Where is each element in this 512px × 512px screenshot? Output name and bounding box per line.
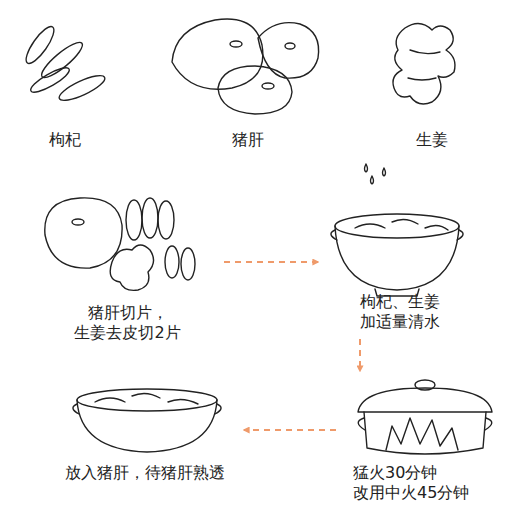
pot-with-liver [73, 389, 221, 452]
pot-body [77, 400, 217, 452]
pot-handle [331, 230, 463, 240]
liver-piece [218, 66, 292, 114]
step-text: 猛火30分钟 改用中火45分钟 [353, 463, 493, 503]
step-arrow [244, 429, 336, 431]
liver-spot [230, 41, 242, 47]
step-box: 放入猪肝，待猪肝熟透 [50, 375, 240, 486]
pot-handle [73, 404, 221, 414]
step-box: 猛火30分钟 改用中火45分钟 [340, 375, 506, 506]
ingredient-label: 猪肝 [232, 130, 264, 150]
ginger-slice [181, 248, 195, 280]
ginger-sketch [393, 23, 455, 104]
liver-spot [262, 83, 274, 89]
pot-rim [77, 389, 217, 411]
flame [386, 418, 458, 450]
goji-berry [56, 71, 107, 105]
liver-spot [285, 43, 295, 49]
pot-contents [355, 219, 448, 230]
liver-slice [142, 198, 158, 238]
liver-chunk [45, 198, 122, 268]
goji-sketch [22, 23, 108, 105]
sliced-liver-ginger [45, 198, 195, 290]
step-arrow [359, 339, 361, 371]
pot-body [364, 412, 486, 454]
pot-handle [358, 418, 492, 430]
step-text: 猪肝切片， 生姜去皮切2片 [53, 303, 203, 343]
goji-berry [22, 23, 59, 67]
ingredient-label: 生姜 [416, 130, 448, 150]
water-drop [365, 164, 386, 184]
pot-lid [358, 388, 492, 412]
pot-rim [335, 214, 459, 238]
step-box: 猪肝切片， 生姜去皮切2片 [35, 185, 220, 346]
step-text: 放入猪肝，待猪肝熟透 [53, 463, 237, 483]
step-arrow [224, 261, 318, 263]
liver-slice [126, 200, 142, 240]
ginger-root [393, 23, 455, 104]
ginger-piece [110, 245, 153, 290]
step-box: 枸杞、生姜 加适量清水 [322, 168, 477, 335]
liver-spot [72, 219, 84, 225]
step-text: 枸杞、生姜 加适量清水 [336, 292, 464, 332]
pot-contents [95, 393, 198, 404]
liver-slice [158, 201, 174, 239]
liver-piece [258, 23, 319, 79]
pot-body [335, 226, 459, 290]
liver-sketch [172, 19, 319, 114]
pot-with-water [331, 164, 463, 296]
ginger-slice [165, 246, 179, 278]
goji-berry [28, 64, 72, 96]
lidded-pot-on-fire [358, 380, 492, 454]
ginger-line [408, 50, 440, 80]
ingredient-label: 枸杞 [49, 130, 81, 150]
liver-piece [172, 19, 263, 89]
